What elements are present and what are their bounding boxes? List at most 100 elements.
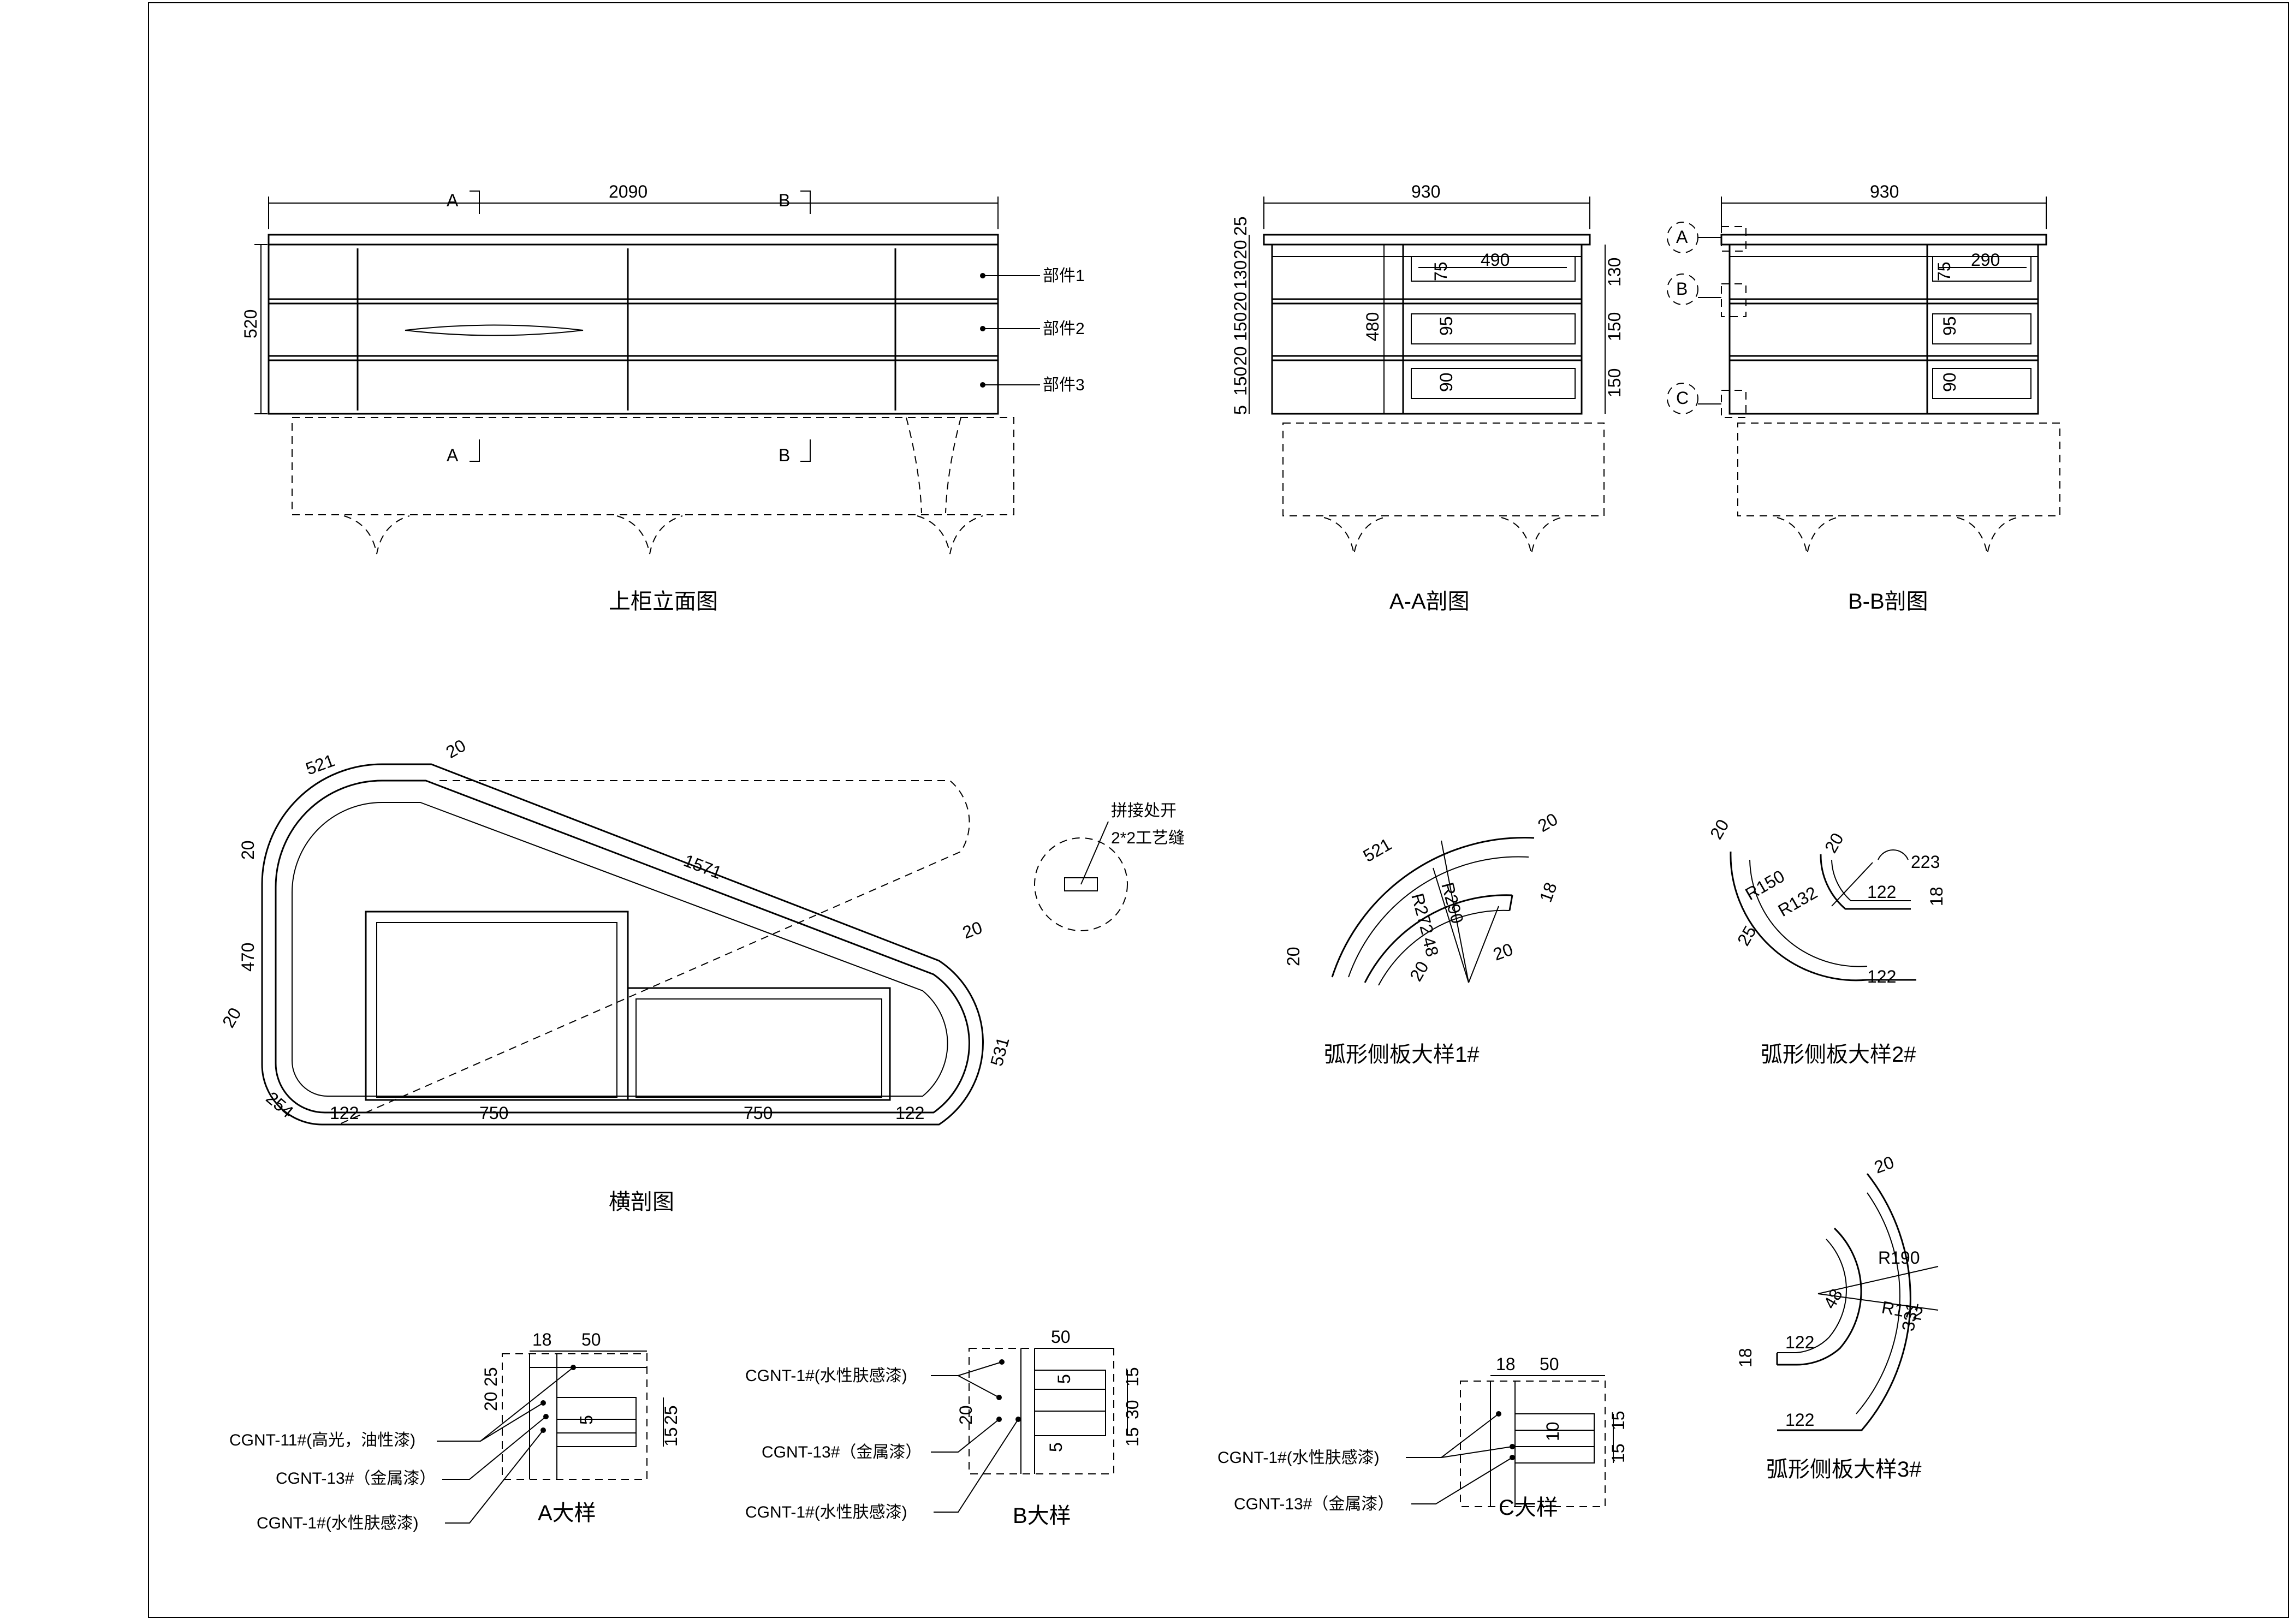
arc1-dim-thk-4: 20 (1406, 958, 1433, 985)
arc3-dim-thk-1: 20 (1872, 1152, 1897, 1177)
detail-b-dim-right-3: 15 (1122, 1427, 1142, 1447)
detail-c-material-2: CGNT-13#（金属漆） (1234, 1495, 1394, 1513)
detail-a-dim-inner: 5 (577, 1415, 596, 1425)
detail-b-dim-inner-3: 5 (1046, 1442, 1066, 1452)
joint-detail-bubble (1034, 837, 1128, 931)
arc2-dim-thk-3: 18 (1927, 887, 1946, 906)
detail-b-material-2: CGNT-13#（金属漆） (762, 1443, 922, 1461)
arc3-dim-r-out: R190 (1878, 1248, 1920, 1268)
arc2-dim-len-b: 122 (1867, 967, 1896, 986)
detail-c-dim-right-2: 15 (1608, 1443, 1628, 1463)
dim-width: 2090 (609, 182, 647, 201)
detail-b-material-3: CGNT-1#(水性肤感漆) (745, 1503, 907, 1521)
arc1-dim-arc: 521 (1360, 834, 1395, 866)
plan-dim-thk-right: 20 (960, 918, 985, 943)
arc1-dim-angle: 48 (1418, 935, 1442, 959)
detail-b-dim-right-2: 30 (1122, 1400, 1142, 1419)
aa-dim-left-7: 150 (1231, 367, 1250, 396)
detail-a-title: A大样 (538, 1501, 596, 1525)
arc2-title: 弧形侧板大样2# (1761, 1043, 1916, 1067)
arc1-dim-r-out: R290 (1437, 880, 1468, 925)
handle-groove (405, 324, 584, 336)
cabinet-body (268, 243, 999, 415)
section-mark-b-top: B (779, 191, 790, 210)
arc1-dim-thk-5: 20 (1284, 947, 1303, 966)
detail-a-material-2: CGNT-13#（金属漆） (276, 1470, 436, 1488)
bb-marker-a: A (1676, 227, 1688, 247)
detail-a-dim-top-2: 50 (581, 1330, 601, 1349)
detail-a-dim-left-2: 25 (481, 1367, 501, 1387)
plan-dim-diagonal: 1571 (681, 850, 724, 883)
detail-b-dim-right-1: 15 (1122, 1367, 1142, 1387)
aa-dim-drawer-3: 90 (1436, 372, 1456, 392)
aa-cabinet-body (1271, 243, 1583, 415)
aa-dim-left-3: 130 (1231, 260, 1250, 289)
arc3-title: 弧形侧板大样3# (1766, 1458, 1922, 1482)
aa-dim-left-5: 150 (1231, 312, 1250, 341)
plan-dim-side: 470 (238, 943, 258, 972)
detail-c-title: C大样 (1499, 1496, 1558, 1520)
plan-view: 122 750 750 122 1571 521 20 20 470 20 25… (218, 735, 1185, 1214)
arc1-outer (1331, 837, 1535, 978)
cabinet-top (268, 234, 999, 246)
detail-b-dim-top: 50 (1051, 1327, 1071, 1347)
detail-a-dim-right-1: 25 (661, 1405, 681, 1425)
bb-dim-width: 930 (1870, 182, 1899, 201)
aa-dim-left-8: 5 (1231, 405, 1250, 415)
aa-dim-right-1: 130 (1605, 258, 1624, 287)
aa-dim-right-3: 150 (1605, 368, 1624, 397)
bb-dim-drawer-1: 75 (1934, 261, 1954, 281)
section-mark-a-top: A (447, 191, 459, 210)
elevation-title: 上柜立面图 (609, 590, 718, 614)
elevation-view: 2090 A B 520 部件1 部件2 部件3 A (241, 182, 1085, 614)
detail-c: 18 50 15 15 10 CGNT-1#(水性肤感漆) CGNT-13#（金… (1217, 1354, 1628, 1520)
arc3-dim-angle: 48 (1820, 1286, 1846, 1312)
detail-b-material-1: CGNT-1#(水性肤感漆) (745, 1367, 907, 1385)
arc1-dim-thk-1: 20 (1535, 809, 1561, 836)
arc2-dim-r-out: R150 (1742, 866, 1788, 904)
plan-dashed-lower-outline (338, 780, 970, 1125)
detail-b: 50 15 30 15 5 20 5 CGNT-1#(水性肤感漆) CGNT-1… (745, 1327, 1142, 1528)
section-aa-view: 930 490 480 75 95 90 25 20 130 20 150 20… (1231, 182, 1624, 614)
dim-height: 520 (241, 310, 260, 338)
aa-dim-left-2: 20 (1231, 240, 1250, 259)
arc3-dim-len-b: 122 (1785, 1410, 1814, 1430)
detail-a-material-3: CGNT-1#(水性肤感漆) (257, 1514, 419, 1532)
detail-b-title: B大样 (1013, 1504, 1071, 1528)
arc-panel-1-detail: 521 R290 R272 48 20 18 20 20 20 弧形侧板大样1# (1284, 809, 1561, 1067)
aa-drawer-2 (1411, 313, 1576, 344)
bb-marker-c: C (1676, 388, 1689, 408)
plan-dim-bottom-2: 750 (479, 1103, 508, 1123)
aa-drawer-1 (1411, 256, 1576, 282)
detail-a-material-1: CGNT-11#(高光，油性漆) (229, 1431, 415, 1449)
arc2-dim-small: 25 (1733, 923, 1760, 949)
aa-dim-drawer-2: 95 (1436, 316, 1456, 336)
arc2-dim-thk-2: 20 (1821, 830, 1848, 856)
arc2-dim-thk-1: 20 (1706, 816, 1733, 843)
aa-dim-left-6: 20 (1231, 346, 1250, 366)
plan-compartment-right (627, 987, 891, 1101)
plan-dim-thk-left-1: 20 (238, 840, 258, 860)
bb-dim-drawer-2: 95 (1940, 316, 1959, 336)
arc1-dim-thk-2: 18 (1536, 880, 1561, 905)
aa-dim-left-1: 25 (1231, 216, 1250, 236)
plan-dim-thk-top: 20 (443, 735, 470, 762)
plan-dim-arc-right: 531 (987, 1035, 1013, 1068)
aa-dim-height: 480 (1363, 312, 1382, 341)
plan-outer-contour (261, 763, 984, 1126)
detail-c-material-1: CGNT-1#(水性肤感漆) (1217, 1449, 1380, 1467)
aa-dim-drawer-1: 75 (1431, 261, 1451, 281)
aa-drawer-3 (1411, 368, 1576, 399)
arc-panel-2-detail: R150 R132 25 223 122 122 20 20 18 弧形侧板大样… (1706, 816, 1946, 1067)
plan-dim-bottom-4: 122 (895, 1103, 924, 1123)
detail-a: 18 50 20 25 5 25 15 CGNT-11#(高光，油性漆) CGN… (229, 1330, 681, 1532)
bb-dim-inner-width: 290 (1971, 250, 2000, 270)
plan-compartment-left (365, 911, 629, 1101)
arc2-dim-r-in: R132 (1775, 883, 1821, 920)
aa-dim-right-2: 150 (1605, 312, 1624, 341)
detail-b-dim-inner-2: 20 (956, 1405, 976, 1425)
arc2-dim-arc: 223 (1911, 852, 1940, 872)
arc3-dim-len-a: 122 (1785, 1332, 1814, 1352)
detail-a-dim-left-1: 20 (481, 1391, 501, 1411)
